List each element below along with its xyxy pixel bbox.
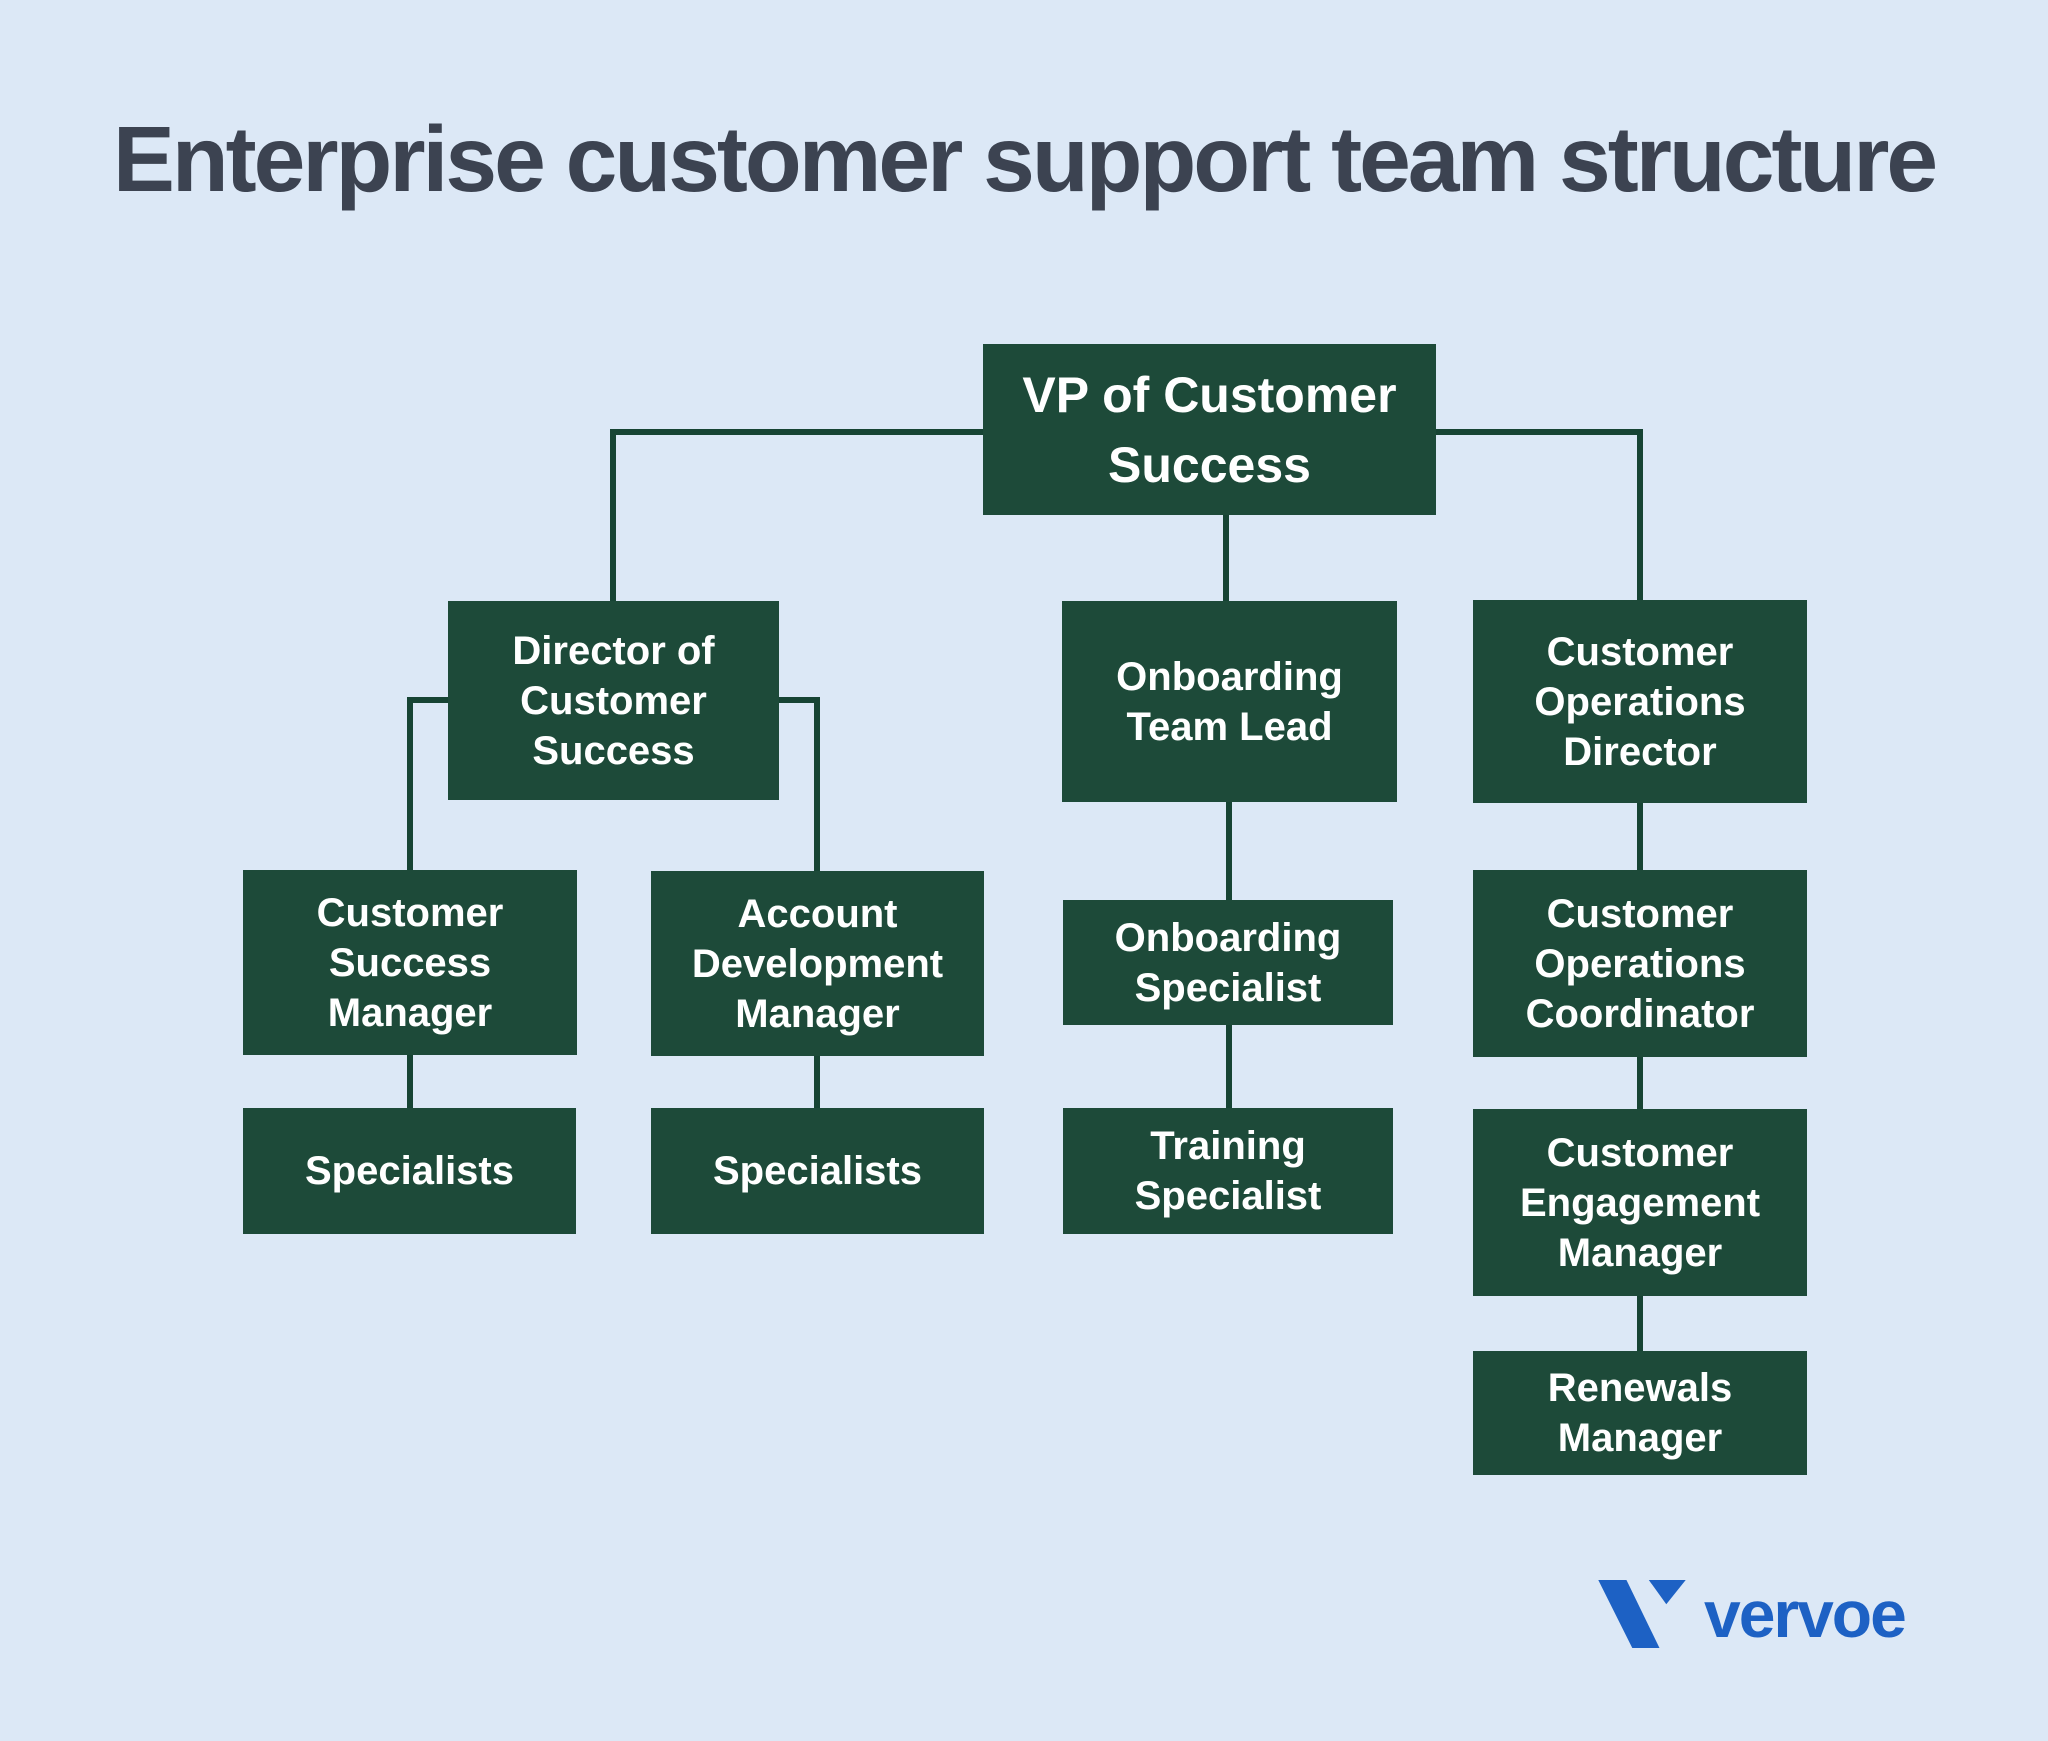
org-node-customer-success-manager: Customer Success Manager	[243, 870, 577, 1055]
vervoe-wordmark: vervoe	[1704, 1577, 1907, 1651]
org-node-specialists-under-csm: Specialists	[243, 1108, 576, 1234]
connector-adm-to-specialists	[814, 1056, 820, 1108]
connector-vp-to-operations-director-horizontal	[1436, 429, 1643, 435]
org-node-vp-of-customer-success: VP of Customer Success	[983, 344, 1436, 515]
connector-operations-director-to-coordinator	[1637, 803, 1643, 870]
org-node-account-development-manager: Account Development Manager	[651, 871, 984, 1056]
connector-vp-to-onboarding-lead	[1223, 515, 1229, 601]
org-node-director-of-customer-success: Director of Customer Success	[448, 601, 779, 800]
connector-csm-to-specialists	[407, 1055, 413, 1108]
connector-lead-to-onboarding-specialist	[1226, 802, 1232, 900]
connector-director-to-adm-horizontal	[779, 697, 820, 703]
connector-coordinator-to-engagement	[1637, 1057, 1643, 1109]
org-node-customer-engagement-manager: Customer Engagement Manager	[1473, 1109, 1807, 1296]
vervoe-v-icon	[1598, 1580, 1686, 1648]
org-node-onboarding-specialist: Onboarding Specialist	[1063, 900, 1393, 1025]
org-node-specialists-under-adm: Specialists	[651, 1108, 984, 1234]
page-title: Enterprise customer support team structu…	[112, 107, 1938, 211]
connector-director-to-csm-horizontal	[407, 697, 448, 703]
org-node-customer-operations-coordinator: Customer Operations Coordinator	[1473, 870, 1807, 1057]
connector-vp-to-director-horizontal	[610, 429, 983, 435]
org-node-customer-operations-director: Customer Operations Director	[1473, 600, 1807, 803]
connector-vp-to-operations-director-vertical	[1637, 429, 1643, 600]
connector-onboarding-specialist-to-training	[1226, 1025, 1232, 1108]
connector-director-to-csm-vertical	[407, 697, 413, 870]
org-node-onboarding-team-lead: Onboarding Team Lead	[1062, 601, 1397, 802]
connector-vp-to-director-vertical	[610, 429, 616, 601]
org-node-training-specialist: Training Specialist	[1063, 1108, 1393, 1234]
org-node-renewals-manager: Renewals Manager	[1473, 1351, 1807, 1475]
connector-director-to-adm-vertical	[814, 697, 820, 871]
connector-engagement-to-renewals	[1637, 1296, 1643, 1351]
vervoe-logo: vervoe	[1598, 1577, 1907, 1651]
